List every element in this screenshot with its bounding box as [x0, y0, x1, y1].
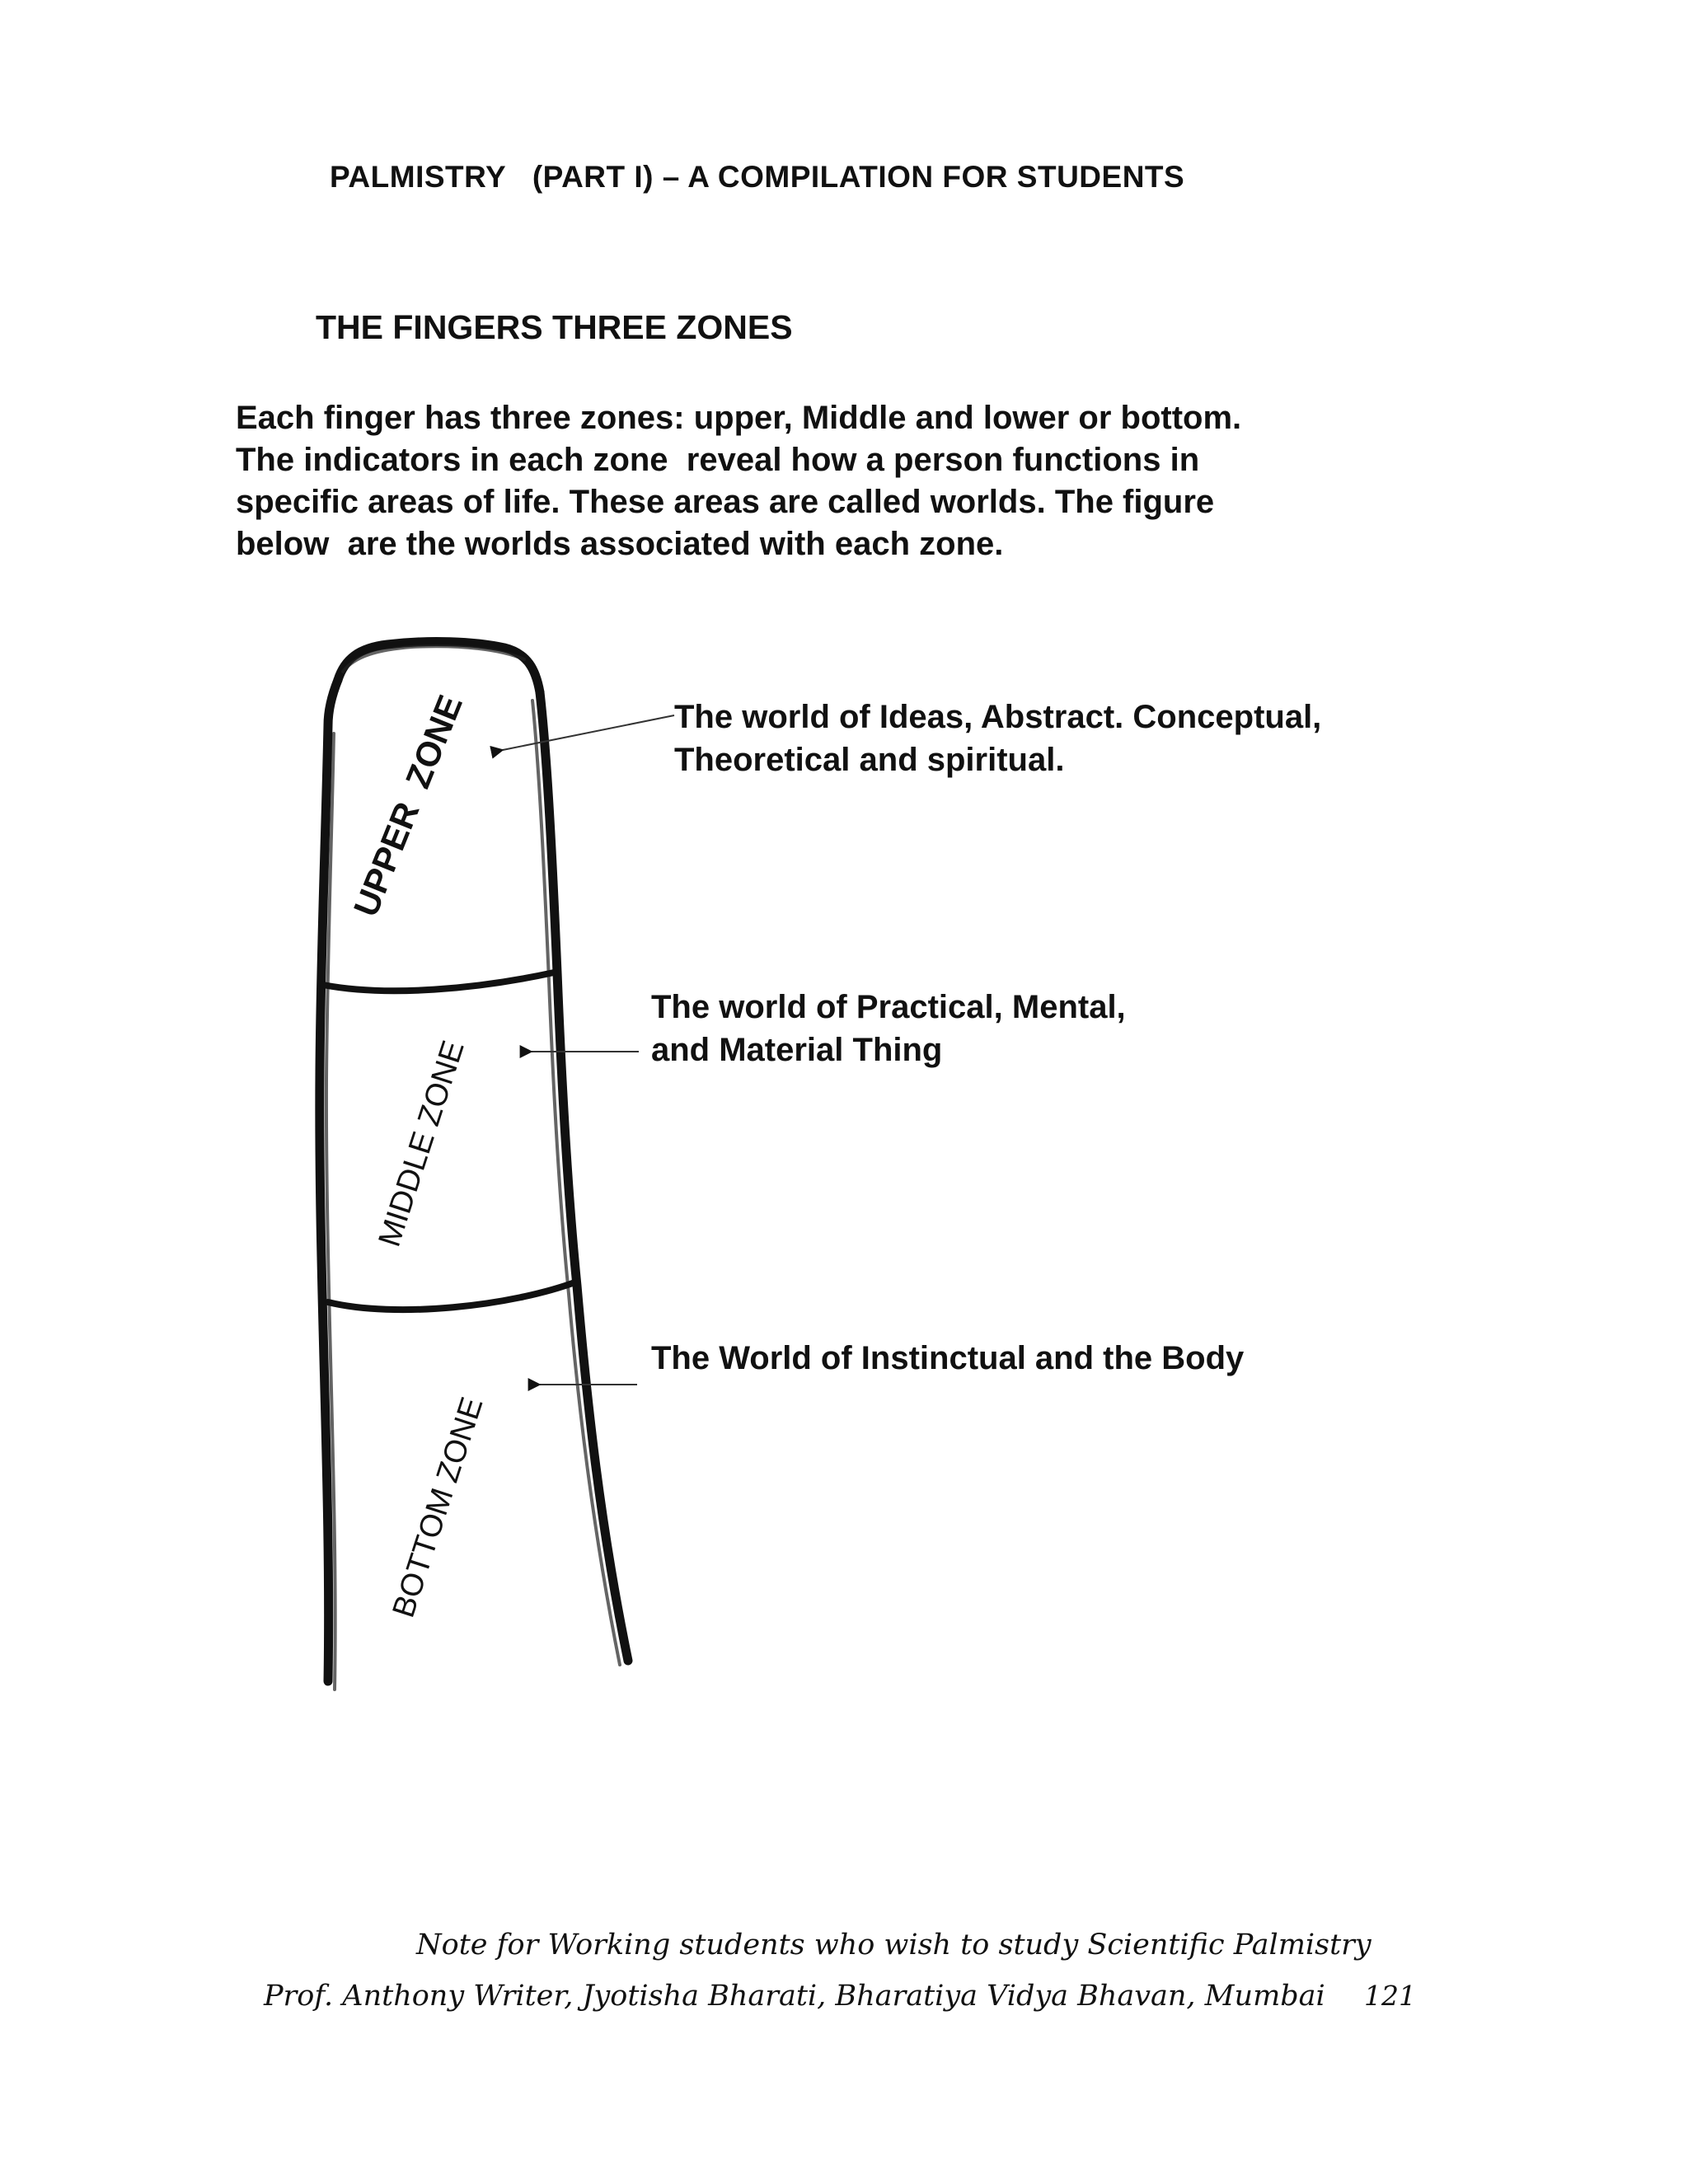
intro-line: below are the worlds associated with eac…: [236, 526, 1004, 562]
page-number: 121: [1364, 1980, 1416, 2012]
section-title: THE FINGERS THREE ZONES: [316, 308, 793, 346]
upper-zone-caption: The world of Ideas, Abstract. Conceptual…: [674, 699, 1322, 778]
upper-zone-label: UPPER ZONE: [346, 690, 470, 922]
intro-line: Each finger has three zones: upper, Midd…: [236, 400, 1242, 436]
finger-tip-edge: [333, 637, 545, 697]
upper-zone-pointer: [490, 715, 675, 759]
intro-line: specific areas of life. These areas are …: [236, 484, 1215, 520]
footer-credit: Prof. Anthony Writer, Jyotisha Bharati, …: [264, 1980, 1325, 2013]
intro-paragraph: Each finger has three zones: upper, Midd…: [236, 397, 1456, 565]
middle-bottom-divider: [325, 1278, 580, 1314]
bottom-zone-label: BOTTOM ZONE: [387, 1393, 490, 1621]
middle-zone-caption: The world of Practical, Mental, and Mate…: [651, 989, 1126, 1068]
bottom-zone-caption: The World of Instinctual and the Body: [651, 1340, 1245, 1376]
middle-zone-label: MIDDLE ZONE: [373, 1037, 471, 1251]
running-header: PALMISTRY (PART I) – A COMPILATION FOR S…: [330, 160, 1185, 194]
upper-middle-divider: [320, 969, 557, 995]
footer-note: Note for Working students who wish to st…: [416, 1929, 1372, 1961]
finger-left-edge: [315, 675, 343, 1686]
finger-right-edge: [535, 687, 633, 1666]
intro-line: The indicators in each zone reveal how a…: [236, 442, 1200, 478]
